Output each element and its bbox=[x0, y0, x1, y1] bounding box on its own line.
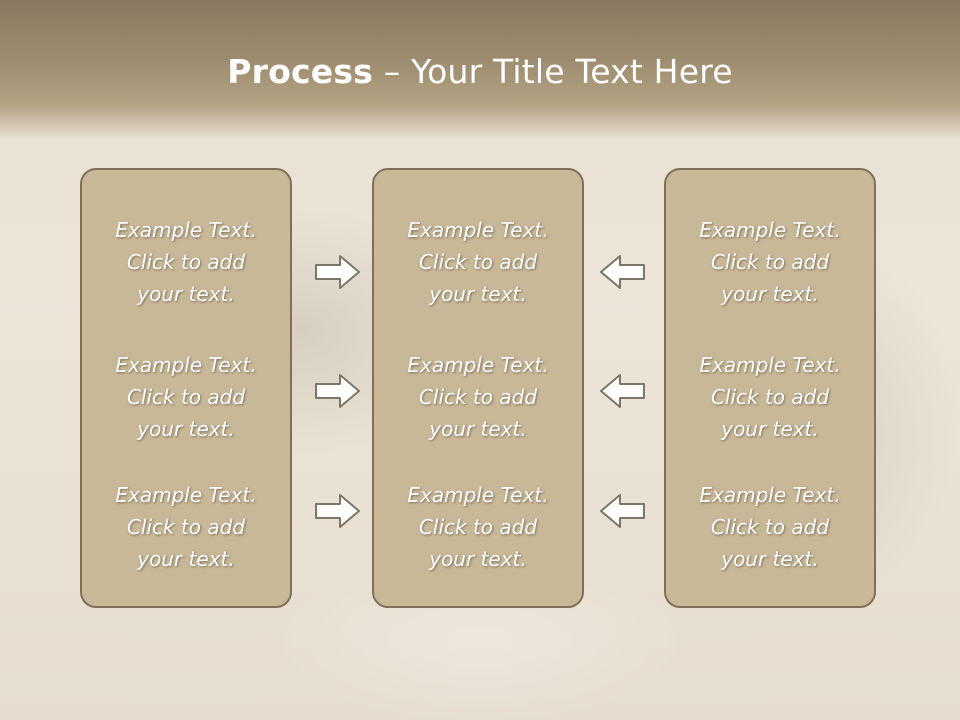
title-bar bbox=[0, 0, 960, 140]
text-line: Example Text. bbox=[115, 218, 257, 242]
text-line: your text. bbox=[721, 417, 819, 441]
text-line: your text. bbox=[137, 282, 235, 306]
text-line: Click to add bbox=[418, 515, 538, 539]
text-line: Click to add bbox=[126, 385, 246, 409]
text-line: your text. bbox=[721, 282, 819, 306]
text-block[interactable]: Example Text. Click to add your text. bbox=[666, 214, 874, 310]
text-line: your text. bbox=[429, 547, 527, 571]
process-box-right[interactable]: Example Text. Click to add your text. Ex… bbox=[664, 168, 876, 608]
text-line: Click to add bbox=[710, 385, 830, 409]
text-line: Click to add bbox=[710, 250, 830, 274]
process-box-left[interactable]: Example Text. Click to add your text. Ex… bbox=[80, 168, 292, 608]
text-line: Click to add bbox=[418, 250, 538, 274]
text-block[interactable]: Example Text. Click to add your text. bbox=[666, 479, 874, 575]
text-line: Click to add bbox=[126, 515, 246, 539]
slide-title-bold: Process bbox=[227, 52, 374, 91]
text-block[interactable]: Example Text. Click to add your text. bbox=[82, 349, 290, 445]
slide-title[interactable]: Process – Your Title Text Here bbox=[0, 52, 960, 91]
text-line: your text. bbox=[721, 547, 819, 571]
text-line: Example Text. bbox=[115, 353, 257, 377]
text-block[interactable]: Example Text. Click to add your text. bbox=[374, 214, 582, 310]
slide-title-rest: – Your Title Text Here bbox=[373, 52, 733, 91]
process-box-center[interactable]: Example Text. Click to add your text. Ex… bbox=[372, 168, 584, 608]
text-line: Click to add bbox=[126, 250, 246, 274]
text-line: Click to add bbox=[710, 515, 830, 539]
text-line: your text. bbox=[429, 417, 527, 441]
text-line: Example Text. bbox=[699, 483, 841, 507]
text-block[interactable]: Example Text. Click to add your text. bbox=[82, 214, 290, 310]
text-line: your text. bbox=[137, 417, 235, 441]
text-block[interactable]: Example Text. Click to add your text. bbox=[666, 349, 874, 445]
arrow-right-icon bbox=[315, 374, 360, 408]
text-line: Click to add bbox=[418, 385, 538, 409]
arrow-right-icon bbox=[315, 494, 360, 528]
text-line: Example Text. bbox=[115, 483, 257, 507]
text-line: Example Text. bbox=[407, 353, 549, 377]
text-line: Example Text. bbox=[407, 483, 549, 507]
arrow-right-icon bbox=[315, 255, 360, 289]
text-line: your text. bbox=[429, 282, 527, 306]
text-block[interactable]: Example Text. Click to add your text. bbox=[82, 479, 290, 575]
text-line: your text. bbox=[137, 547, 235, 571]
text-block[interactable]: Example Text. Click to add your text. bbox=[374, 479, 582, 575]
arrow-left-icon bbox=[600, 494, 645, 528]
arrow-left-icon bbox=[600, 374, 645, 408]
text-block[interactable]: Example Text. Click to add your text. bbox=[374, 349, 582, 445]
text-line: Example Text. bbox=[699, 218, 841, 242]
text-line: Example Text. bbox=[699, 353, 841, 377]
text-line: Example Text. bbox=[407, 218, 549, 242]
arrow-left-icon bbox=[600, 255, 645, 289]
